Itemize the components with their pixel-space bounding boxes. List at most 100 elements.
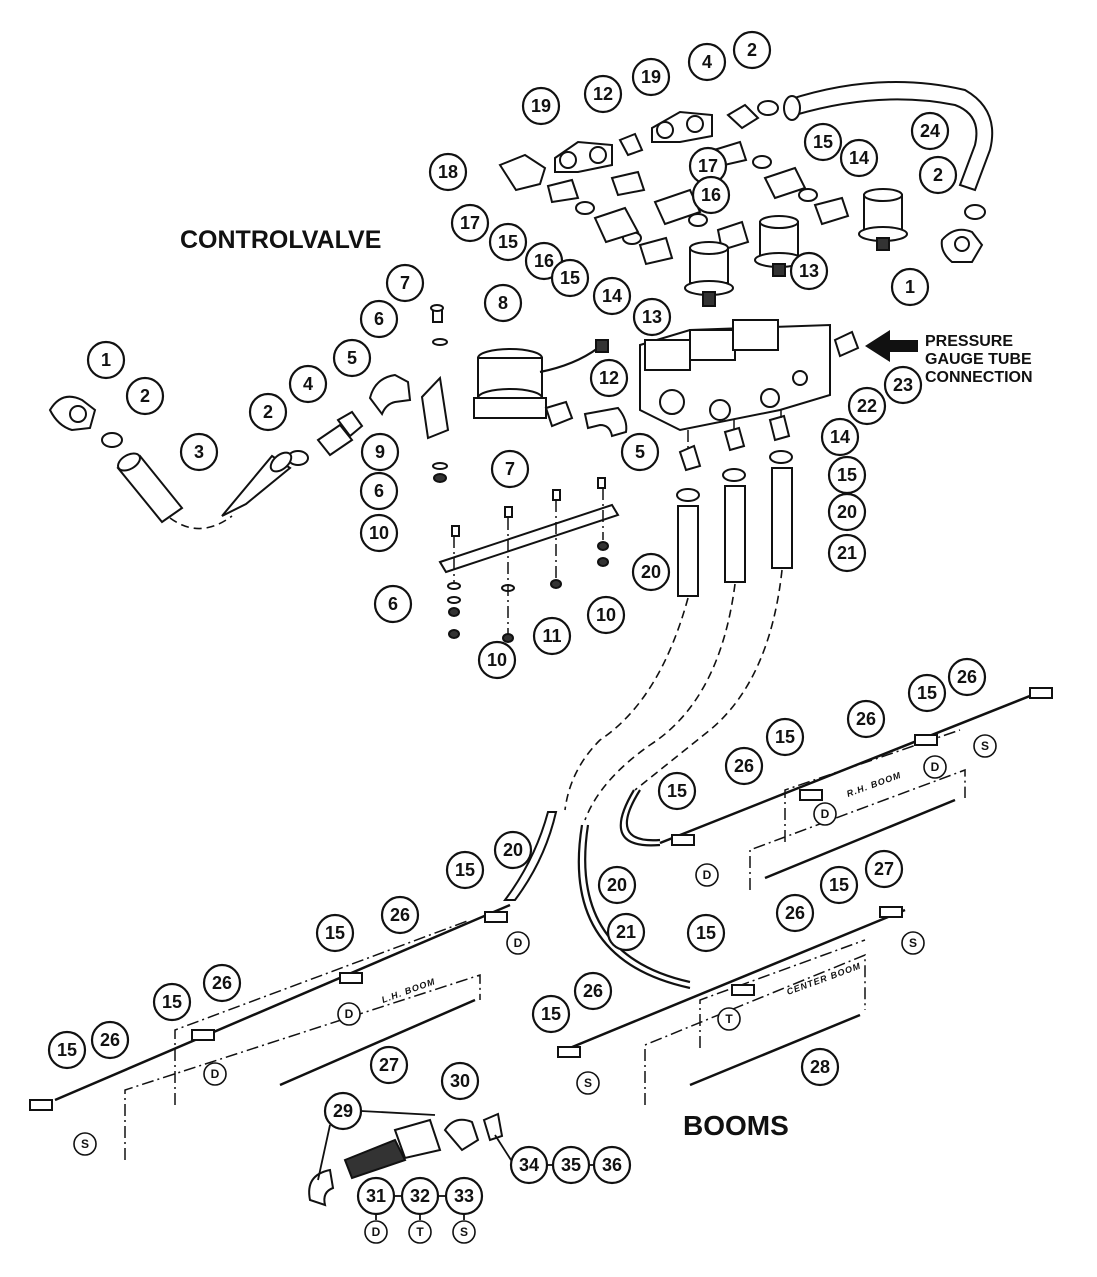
svg-text:9: 9 [375, 442, 385, 462]
control-valve-title: CONTROLVALVE [180, 226, 381, 254]
svg-text:27: 27 [379, 1055, 399, 1075]
callout-6-lower: 6 [373, 584, 413, 624]
booms-title: BOOMS [683, 1110, 789, 1141]
svg-text:S: S [584, 1076, 592, 1090]
dash-run-20-left [564, 597, 689, 811]
svg-text:12: 12 [599, 368, 619, 388]
svg-text:26: 26 [390, 905, 410, 925]
parts-artwork [29, 81, 1053, 1207]
svg-text:26: 26 [957, 667, 977, 687]
svg-text:15: 15 [325, 923, 345, 943]
svg-text:26: 26 [734, 756, 754, 776]
nozzle-code-s-center: S [901, 931, 925, 955]
center-boom-label: CENTER BOOM [785, 961, 862, 997]
callout-27-rh: 27 [864, 849, 904, 889]
center-boom-frame [644, 939, 866, 1105]
nozzle-code-t-center: T [717, 1007, 741, 1031]
callout-27-lh: 27 [369, 1045, 409, 1085]
nozzle-code-s-33: S [452, 1220, 476, 1244]
svg-text:27: 27 [874, 859, 894, 879]
callout-15-lh-far: 15 [445, 850, 485, 890]
callout-12-top: 12 [583, 74, 623, 114]
callout-26-rh-mid: 26 [846, 699, 886, 739]
nozzle-code-s-center-near: S [576, 1071, 600, 1095]
gauge-fitting-23 [833, 330, 860, 358]
svg-text:7: 7 [400, 273, 410, 293]
svg-text:15: 15 [667, 781, 687, 801]
svg-text:23: 23 [893, 375, 913, 395]
solenoid-8 [473, 339, 609, 419]
nozzle-code-d-lh-near: D [203, 1062, 227, 1086]
strap-bracket-11 [438, 503, 620, 574]
pressure-label-line3: CONNECTION [925, 369, 1033, 386]
nozzle-code-s-lh: S [73, 1132, 97, 1156]
svg-text:1: 1 [905, 277, 915, 297]
callout-21-center: 21 [606, 912, 646, 952]
callout-7-mid: 7 [490, 449, 530, 489]
svg-text:13: 13 [642, 307, 662, 327]
valve-lower-fittings [676, 414, 793, 502]
svg-text:D: D [372, 1225, 381, 1239]
rh-boom-frame [749, 729, 966, 890]
callout-15-upper-left: 15 [488, 222, 528, 262]
callout-26-rh-far: 26 [947, 657, 987, 697]
strainer-13-left [684, 241, 734, 307]
svg-text:20: 20 [607, 875, 627, 895]
nozzle-code-d-rh-far: D [923, 755, 947, 779]
center-boom-pipes [564, 908, 906, 1087]
hose-3 [116, 451, 293, 524]
bracket-9 [420, 375, 450, 440]
nozzle-code-d-rh-mid: D [813, 802, 837, 826]
svg-text:33: 33 [454, 1186, 474, 1206]
svg-text:11: 11 [542, 626, 561, 646]
callout-23: 23 [883, 365, 923, 405]
pressure-label-line1: PRESSURE [925, 333, 1013, 350]
svg-text:S: S [909, 936, 917, 950]
callout-17-lower: 17 [450, 203, 490, 243]
callout-10-mid: 10 [359, 513, 399, 553]
svg-text:28: 28 [810, 1057, 830, 1077]
callout-26-center: 26 [775, 893, 815, 933]
svg-text:14: 14 [849, 148, 869, 168]
callout-2-mid: 2 [248, 392, 288, 432]
callout-21-right: 21 [827, 533, 867, 573]
svg-text:24: 24 [920, 121, 940, 141]
callout-35: 35 [551, 1145, 591, 1185]
svg-text:2: 2 [140, 386, 150, 406]
svg-text:S: S [460, 1225, 468, 1239]
callout-18: 18 [428, 152, 468, 192]
rh-boom-pipes [659, 688, 1046, 880]
callout-2-left: 2 [125, 376, 165, 416]
svg-text:2: 2 [263, 402, 273, 422]
fitting-12-lower [544, 400, 574, 428]
callout-28: 28 [800, 1047, 840, 1087]
elbow-5-right [583, 406, 628, 438]
svg-text:6: 6 [388, 594, 398, 614]
callout-20-left: 20 [631, 552, 671, 592]
svg-text:15: 15 [541, 1004, 561, 1024]
callout-36: 36 [592, 1145, 632, 1185]
nozzle-assembly [308, 1112, 504, 1207]
callout-30: 30 [440, 1061, 480, 1101]
callout-19-top-left: 19 [521, 86, 561, 126]
svg-text:19: 19 [641, 67, 661, 87]
svg-text:15: 15 [57, 1040, 77, 1060]
svg-text:20: 20 [503, 840, 523, 860]
callout-5-left: 5 [332, 338, 372, 378]
callout-11: 11 [532, 616, 572, 656]
callout-9: 9 [360, 432, 400, 472]
callout-13-left: 13 [632, 297, 672, 337]
callout-10-right: 10 [586, 595, 626, 635]
svg-text:36: 36 [602, 1155, 622, 1175]
callout-15-mid: 15 [550, 258, 590, 298]
nozzle-code-t-32: T [408, 1220, 432, 1244]
svg-text:T: T [416, 1225, 424, 1239]
svg-text:26: 26 [100, 1030, 120, 1050]
svg-text:T: T [725, 1012, 733, 1026]
callout-13-right: 13 [789, 251, 829, 291]
callouts: 2 4 19 12 19 24 15 14 17 18 2 16 17 15 1… [47, 30, 987, 1216]
svg-text:7: 7 [505, 459, 515, 479]
callout-15-center-far: 15 [819, 865, 859, 905]
svg-text:29: 29 [333, 1101, 353, 1121]
nozzle-code-d-31: D [364, 1220, 388, 1244]
